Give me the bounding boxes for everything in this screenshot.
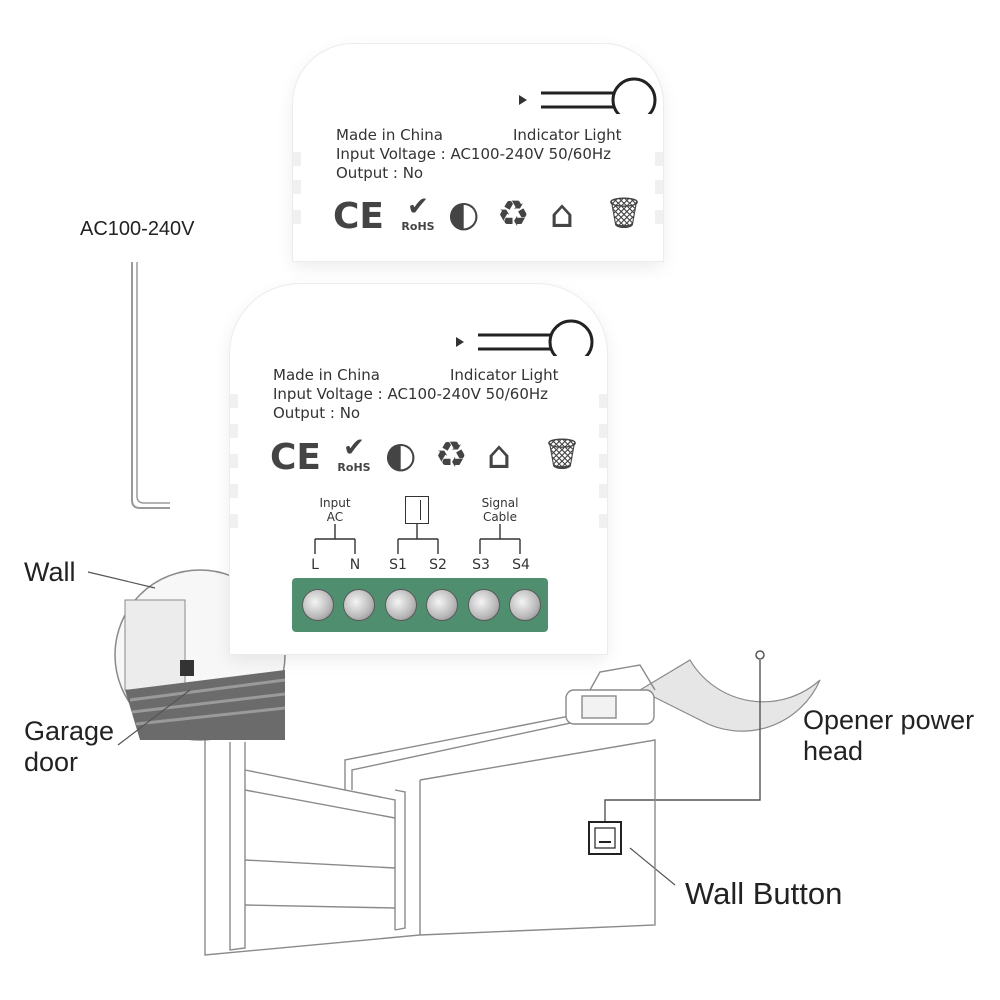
terminal-screw[interactable] (343, 589, 375, 621)
ac-wire (131, 262, 170, 509)
opener-wire (604, 660, 761, 822)
input-voltage: Input Voltage : AC100-240V 50/60Hz (273, 385, 549, 403)
back-rohs-check-icon: ✔ RoHS (397, 194, 439, 233)
ce-mark-icon: CE (270, 437, 322, 478)
opener-detail-circle (638, 650, 821, 732)
indicator-text: Indicator Light (450, 366, 559, 384)
wall-detail-circle (114, 569, 286, 741)
weee-bin-icon: 🗑 (543, 437, 582, 472)
home-icon: ⌂ (487, 433, 512, 477)
opener-label-line2: head (803, 736, 864, 766)
back-made-in: Made in China (336, 126, 443, 144)
terminal-screw[interactable] (385, 589, 417, 621)
garage-door-label-line2: door (24, 747, 79, 777)
terminal-label: S4 (512, 557, 530, 573)
opener-label: Opener power head (803, 705, 974, 767)
output-text: Output : No (273, 404, 361, 422)
back-recycle-icon: ♻ (497, 194, 530, 235)
garage-door-label: Garage door (24, 716, 114, 778)
terminal-screw[interactable] (302, 589, 334, 621)
back-input-voltage: Input Voltage : AC100-240V 50/60Hz (336, 145, 612, 163)
input-ac-line2: AC (326, 510, 344, 524)
garage-door-leader (117, 689, 191, 746)
terminal-label: S3 (472, 557, 490, 573)
made-in: Made in China (273, 366, 380, 384)
signal-cable-line2: Cable (482, 510, 518, 524)
terminal-label: N (349, 557, 361, 573)
signal-cable-line1: Signal (481, 496, 519, 510)
wall-button-label: Wall Button (685, 876, 843, 911)
back-output: Output : No (336, 164, 424, 182)
wall-button-leader (629, 847, 676, 886)
relay-module-front: Made in China Indicator Light Input Volt… (230, 284, 607, 654)
back-weee-bin-icon: 🗑 (605, 196, 644, 231)
signal-cable-group-label: Signal Cable (475, 496, 525, 524)
wall-label: Wall (24, 557, 76, 587)
back-rohs-text: RoHS (401, 220, 435, 233)
wall-button-icon (588, 821, 622, 855)
input-ac-line1: Input (319, 496, 351, 510)
terminal-screw[interactable] (468, 589, 500, 621)
terminal-label: S1 (389, 557, 407, 573)
recycle-icon: ♻ (435, 435, 468, 476)
voltage-label: AC100-240V (80, 218, 195, 240)
back-ce-mark-icon: CE (333, 196, 385, 237)
garage-door-label-line1: Garage (24, 716, 115, 746)
terminal-screw[interactable] (426, 589, 458, 621)
terminal-label: S2 (429, 557, 447, 573)
back-green-dot-icon: ◐ (448, 194, 480, 235)
back-indicator-text: Indicator Light (513, 126, 622, 144)
opener-label-line1: Opener power (803, 705, 975, 735)
terminal-brackets (314, 524, 521, 554)
rohs-check-icon: ✔ RoHS (331, 435, 377, 474)
input-ac-group-label: Input AC (310, 496, 360, 524)
terminal-block (292, 578, 548, 632)
indicator-light-icon (456, 319, 594, 356)
relay-module-back: Made in China Indicator Light Input Volt… (293, 44, 663, 261)
rohs-text: RoHS (337, 461, 371, 474)
green-dot-icon: ◐ (385, 435, 417, 476)
indicator-light-icon (519, 77, 657, 114)
garage-structure (204, 664, 656, 956)
terminal-label: L (311, 557, 319, 573)
relay-switch-icon (405, 496, 429, 524)
terminal-screw[interactable] (509, 589, 541, 621)
wall-leader (87, 571, 156, 589)
back-home-icon: ⌂ (550, 192, 575, 236)
